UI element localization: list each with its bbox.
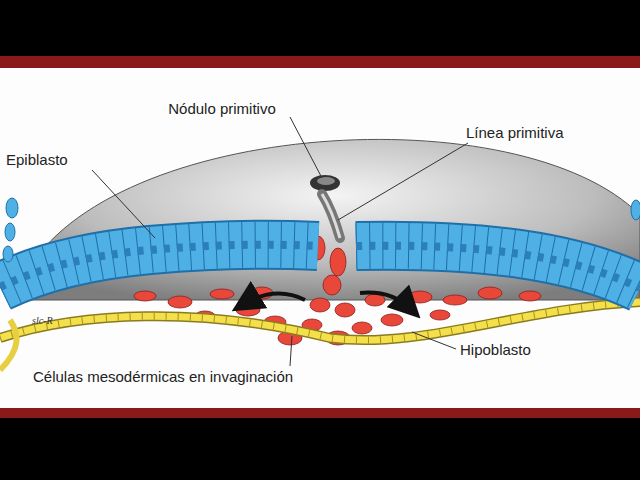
structure-label: Hipoblasto — [458, 341, 533, 359]
structure-label: Nódulo primitivo — [166, 100, 278, 118]
structure-label: Epiblasto — [4, 151, 70, 169]
structure-label: Línea primitiva — [464, 124, 566, 142]
structure-label: Células mesodérmicas en invaginación — [31, 368, 295, 386]
artist-signature: slc-R — [30, 315, 55, 327]
